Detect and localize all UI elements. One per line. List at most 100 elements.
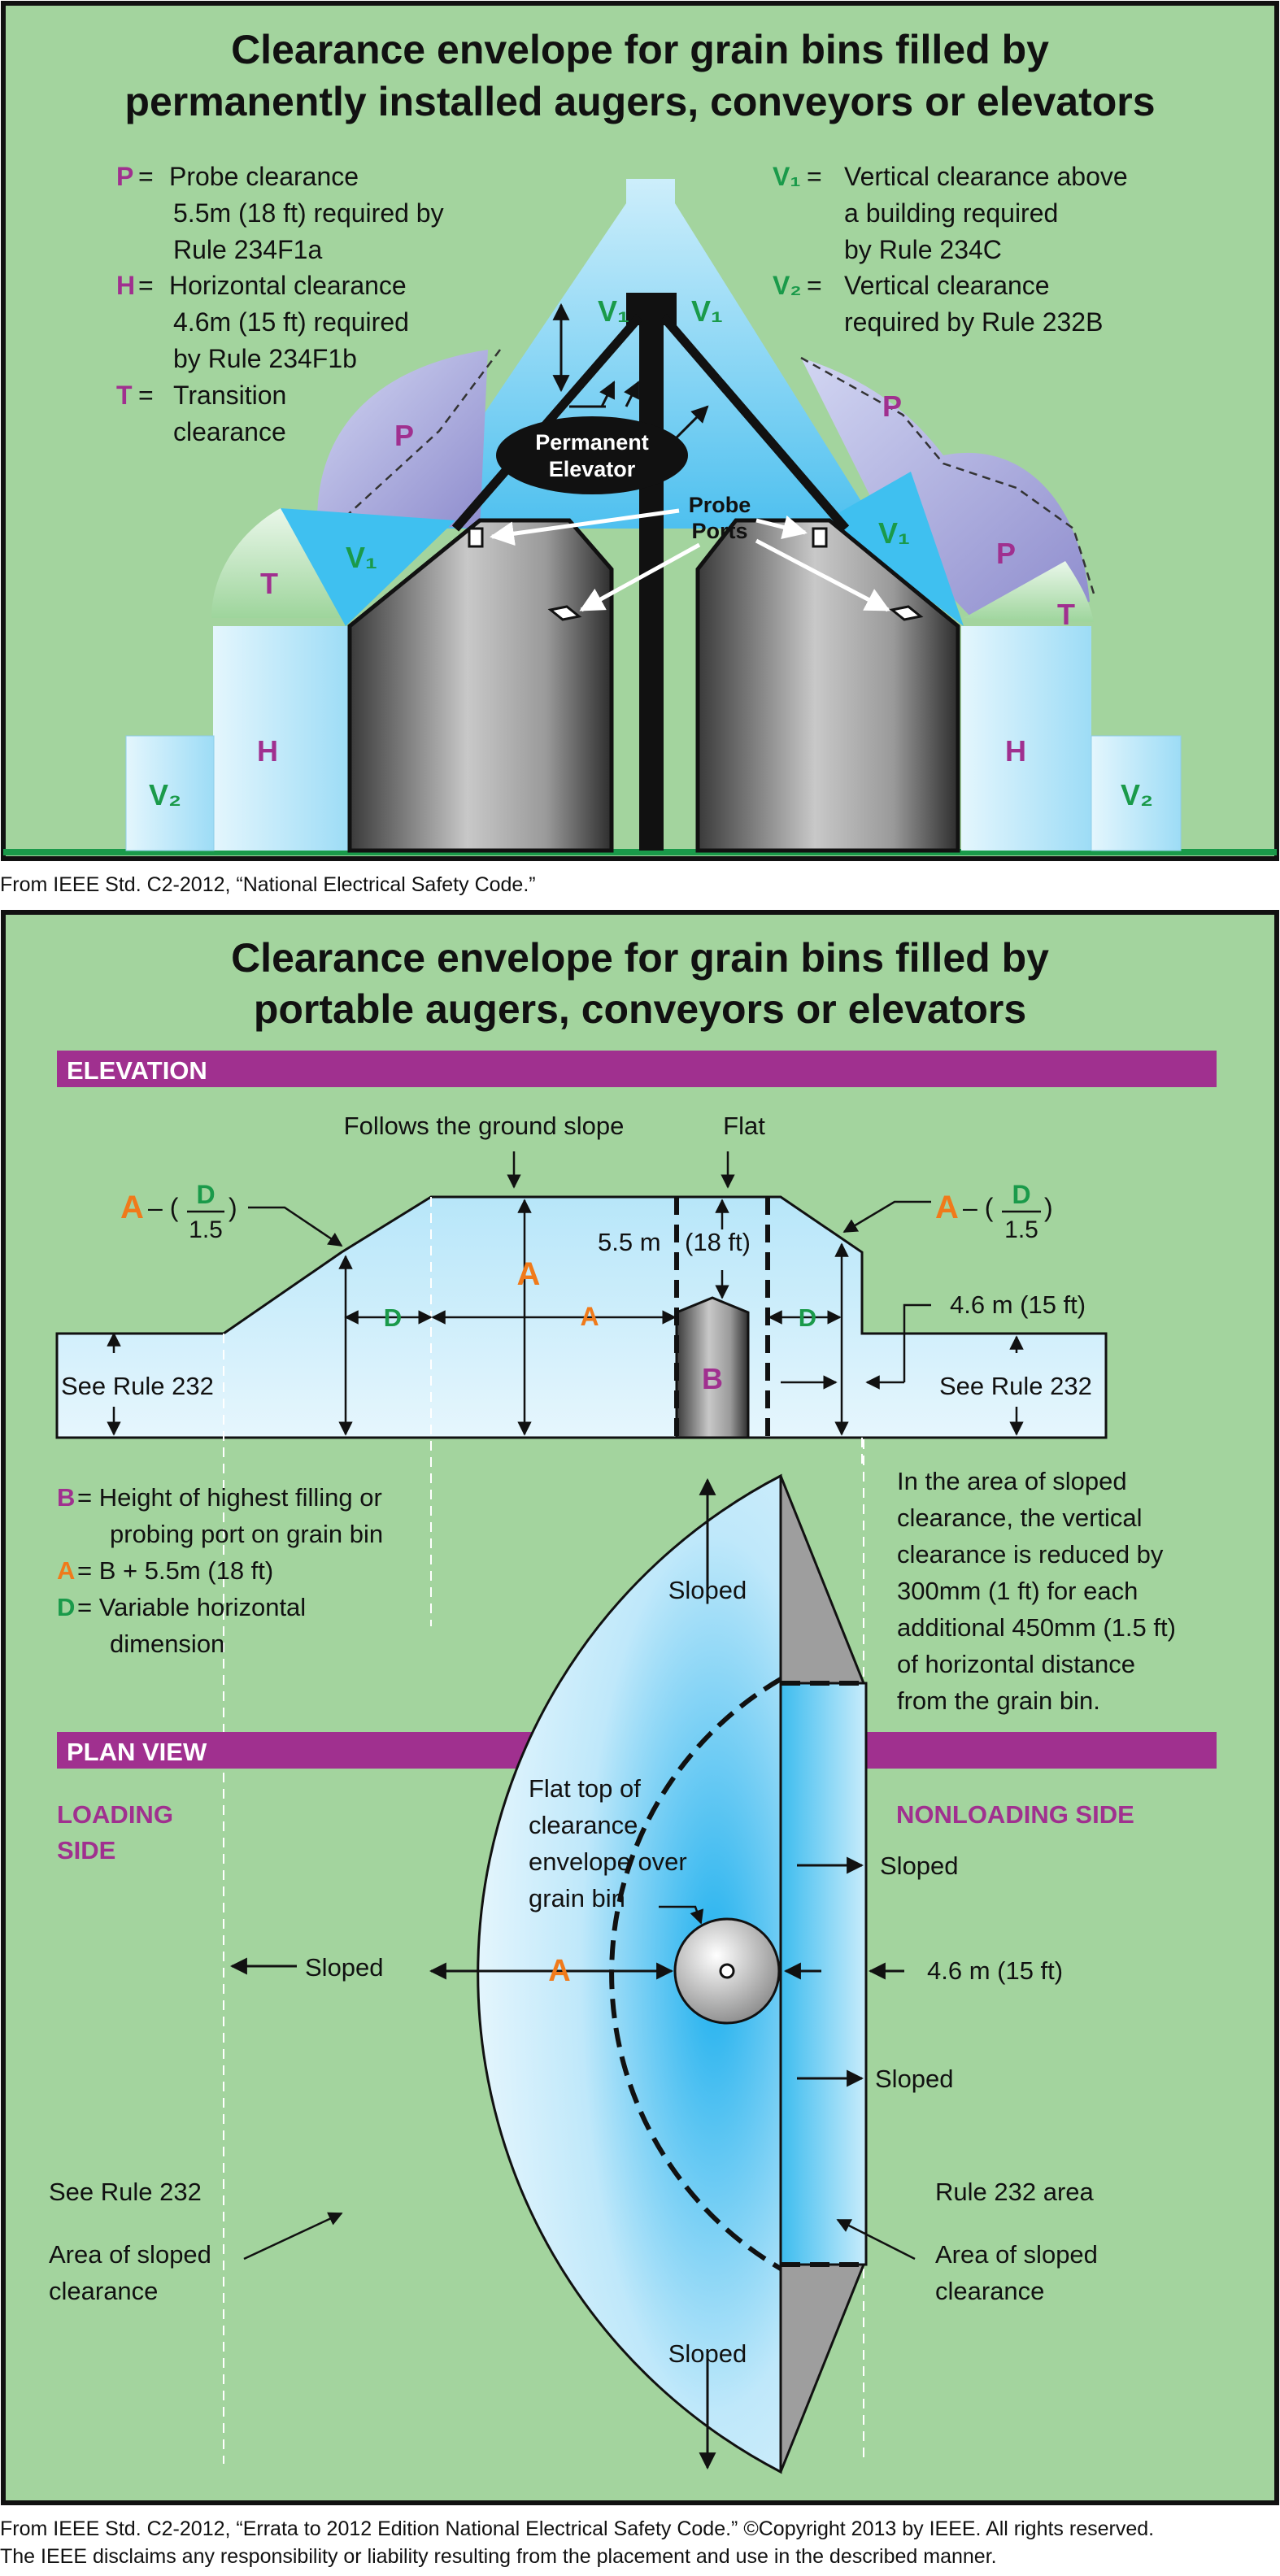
- label-ground-slope: Follows the ground slope: [344, 1112, 625, 1140]
- v2-box-right: [1091, 735, 1182, 851]
- p-boundary-right: [800, 356, 1095, 594]
- note-line-3: clearance is reduced by: [897, 1540, 1164, 1569]
- top-title-line2: permanently installed augers, conveyors …: [124, 79, 1155, 124]
- elevator-label-line2: Elevator: [549, 457, 636, 481]
- legend-v1-line2: a building required: [844, 198, 1058, 228]
- label-flat-top-3: envelope over: [529, 1847, 687, 1876]
- region-label-t-right: T: [1057, 598, 1075, 631]
- probe-port-left-top: [468, 527, 484, 548]
- elevation-header-bar: [57, 1051, 1217, 1087]
- formula-right-close: ): [1044, 1193, 1053, 1222]
- legend-key-h: H: [116, 271, 135, 300]
- elevation-grain-bin: [675, 1296, 750, 1439]
- label-nonloading-side: NONLOADING SIDE: [896, 1800, 1134, 1829]
- dim-4-6-leader: [903, 1303, 931, 1382]
- label-area-sloped-left-2: clearance: [49, 2277, 158, 2305]
- legend-eq-p: =: [138, 162, 154, 191]
- h-column-left: [213, 626, 350, 851]
- legend-d-line1: = Variable horizontal: [77, 1593, 306, 1621]
- elevator-spout-right: [660, 314, 850, 532]
- label-flat-top-2: clearance: [529, 1811, 638, 1839]
- h-column-right: [961, 626, 1091, 851]
- probe-arrow-left-side: [579, 542, 701, 612]
- label-loading-side-2: SIDE: [57, 1836, 115, 1865]
- formula-left-den: 1.5: [189, 1216, 223, 1243]
- note-line-6: of horizontal distance: [897, 1650, 1135, 1678]
- top-legend-right: V₁ = Vertical clearance above a building…: [773, 162, 1128, 337]
- v1-wedge-right: [825, 472, 964, 626]
- plan-area-sloped-pointer-left: [243, 2212, 343, 2261]
- label-sloped-right-1: Sloped: [880, 1852, 959, 1880]
- formula-right-a: A: [935, 1190, 959, 1225]
- formula-left-close: ): [229, 1193, 237, 1222]
- grain-bin-left: [347, 518, 614, 853]
- t-region-right: [964, 561, 1094, 622]
- formula-right-d: D: [1012, 1180, 1030, 1209]
- formula-left-d: D: [196, 1180, 215, 1209]
- note-line-7: from the grain bin.: [897, 1686, 1100, 1715]
- legend-d-line2: dimension: [110, 1630, 224, 1658]
- probe-arrow-right-side: [755, 538, 890, 612]
- label-area-sloped-left-1: Area of sloped: [49, 2240, 211, 2269]
- probe-label-line1: Probe: [689, 493, 751, 517]
- legend-h-line3: by Rule 234F1b: [173, 344, 357, 373]
- label-plan-4-6m: 4.6 m (15 ft): [927, 1956, 1063, 1985]
- t-region-left: [211, 508, 346, 618]
- label-18ft: (18 ft): [685, 1228, 751, 1256]
- legend-key-v1: V₁: [773, 162, 801, 191]
- label-a-horizontal: A: [580, 1302, 599, 1331]
- region-label-p-right-2: P: [996, 537, 1016, 570]
- label-flat-top-4: grain bin: [529, 1884, 625, 1912]
- bottom-title-line1: Clearance envelope for grain bins filled…: [231, 935, 1049, 981]
- plan-area-sloped-pointer-right: [836, 2218, 916, 2261]
- legend-eq-v1: =: [807, 162, 822, 191]
- note-line-4: 300mm (1 ft) for each: [897, 1577, 1138, 1605]
- region-label-v2-right: V₂: [1121, 778, 1153, 812]
- plan-header: PLAN VIEW: [67, 1738, 207, 1766]
- region-label-v1-wedge-right: V₁: [878, 516, 910, 550]
- formula-right-dash: – (: [963, 1193, 994, 1222]
- legend-v1-line1: Vertical clearance above: [844, 162, 1128, 191]
- probe-port-left-side: [547, 605, 582, 621]
- label-d-left: D: [384, 1303, 402, 1332]
- region-label-p-left: P: [394, 419, 414, 452]
- top-panel: Clearance envelope for grain bins filled…: [1, 1, 1279, 861]
- probe-port-right-top: [812, 527, 828, 548]
- formula-right-den: 1.5: [1004, 1216, 1038, 1243]
- formula-left-pointer: [248, 1206, 343, 1247]
- p-boundary-left: [341, 349, 501, 521]
- note-line-2: clearance, the vertical: [897, 1503, 1143, 1532]
- plan-grain-bin-port: [719, 1963, 735, 1979]
- elevation-header: ELEVATION: [67, 1056, 207, 1085]
- sloped-note: In the area of sloped clearance, the ver…: [897, 1467, 1176, 1715]
- label-flat: Flat: [723, 1112, 765, 1140]
- legend-eq-v2: =: [807, 271, 822, 300]
- legend-v2-line1: Vertical clearance: [844, 271, 1050, 300]
- label-sloped-top: Sloped: [668, 1576, 747, 1604]
- note-line-5: additional 450mm (1.5 ft): [897, 1613, 1176, 1642]
- legend-key-p: P: [116, 162, 133, 191]
- probe-label-line2: Ports: [691, 519, 747, 543]
- probe-port-right-side: [889, 605, 924, 621]
- elevator-pointer-2: [624, 381, 640, 407]
- bottom-title-line2: portable augers, conveyors or elevators: [254, 986, 1026, 1032]
- legend-h-line2: 4.6m (15 ft) required: [173, 307, 409, 337]
- grain-bin-right: [695, 518, 960, 853]
- p-lobe-left: [317, 350, 488, 529]
- legend-key-a: A: [57, 1556, 75, 1585]
- label-plan-see-rule-232: See Rule 232: [49, 2178, 202, 2206]
- elevator-label-oval: [496, 416, 688, 494]
- note-line-1: In the area of sloped: [897, 1467, 1127, 1495]
- v1-wedge-left: [281, 508, 455, 626]
- legend-h-line1: Horizontal clearance: [169, 271, 407, 300]
- formula-left-dash: – (: [148, 1193, 179, 1222]
- bottom-caption-line1: From IEEE Std. C2-2012, “Errata to 2012 …: [0, 2517, 1154, 2540]
- v2-box-left: [125, 735, 215, 851]
- region-label-h-right: H: [1005, 734, 1026, 768]
- plan-flat-top-pointer: [659, 1905, 704, 1925]
- top-legend-left: P = Probe clearance 5.5m (18 ft) require…: [116, 162, 444, 446]
- region-label-v1-left: V₁: [598, 294, 629, 328]
- legend-p-line3: Rule 234F1a: [173, 235, 322, 264]
- legend-eq-t: =: [138, 381, 154, 410]
